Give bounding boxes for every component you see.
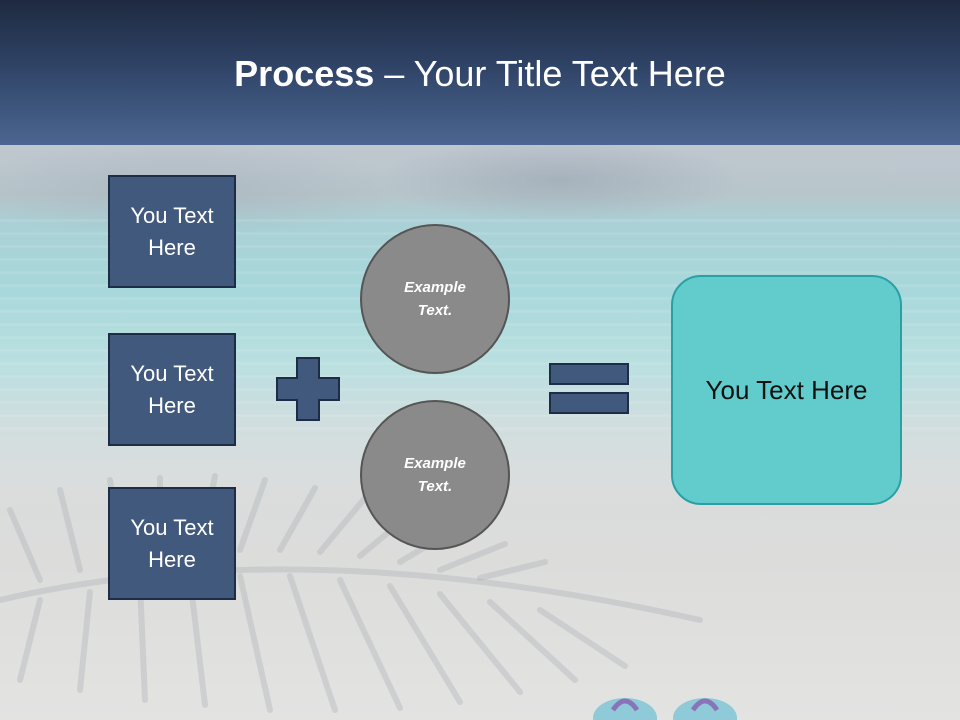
input-box-label: You Text Here [130, 202, 214, 260]
title-separator: – [374, 53, 414, 94]
input-box-3[interactable]: You Text Here [108, 487, 236, 600]
result-label: You Text Here [705, 374, 868, 405]
input-box-label: You Text Here [130, 514, 214, 572]
title-bold: Process [234, 53, 375, 94]
result-box[interactable]: You Text Here [671, 275, 902, 505]
example-circle-2[interactable]: Example Text. [360, 400, 510, 550]
circle-label: Example Text. [404, 455, 466, 495]
input-box-2[interactable]: You Text Here [108, 333, 236, 446]
slide-title[interactable]: Process – Your Title Text Here [0, 52, 960, 96]
plus-icon[interactable] [275, 356, 341, 422]
title-banner: Process – Your Title Text Here [0, 0, 960, 145]
circle-label: Example Text. [404, 279, 466, 319]
input-box-label: You Text Here [130, 360, 214, 418]
equals-icon[interactable] [548, 362, 630, 416]
input-box-1[interactable]: You Text Here [108, 175, 236, 288]
example-circle-1[interactable]: Example Text. [360, 224, 510, 374]
title-rest: Your Title Text Here [413, 53, 726, 94]
sandals-decoration [593, 698, 737, 720]
